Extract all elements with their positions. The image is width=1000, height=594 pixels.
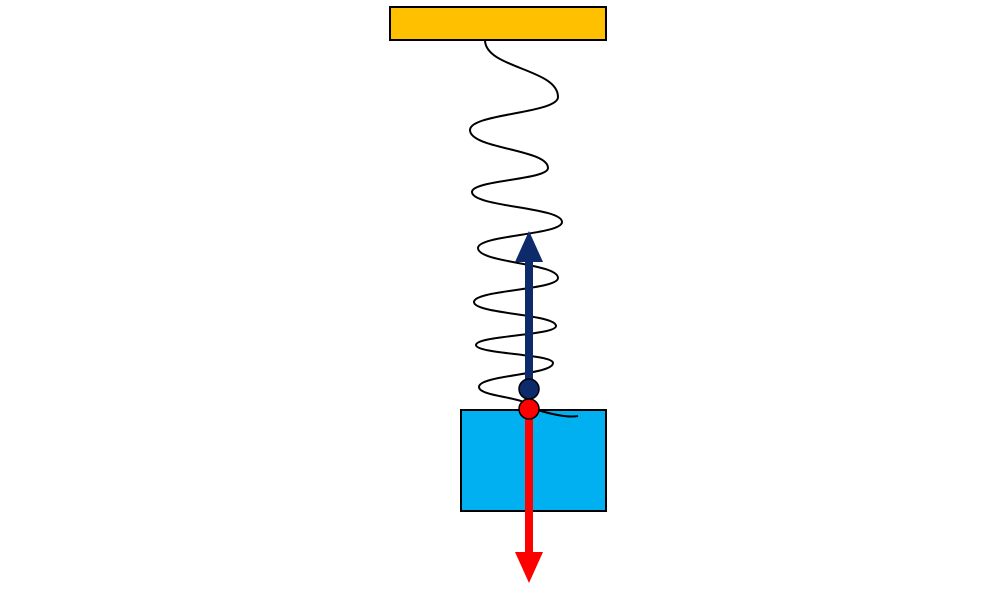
downward-arrow-head xyxy=(515,552,543,583)
ceiling-support xyxy=(389,6,607,41)
mass-block xyxy=(460,409,607,512)
downward-arrow-origin-dot xyxy=(518,398,540,420)
upward-arrow-head xyxy=(515,231,543,262)
spring-coil xyxy=(469,39,563,408)
downward-weight-force-arrow xyxy=(515,398,543,583)
upward-spring-force-arrow xyxy=(515,231,543,400)
upward-arrow-origin-dot xyxy=(518,378,540,400)
